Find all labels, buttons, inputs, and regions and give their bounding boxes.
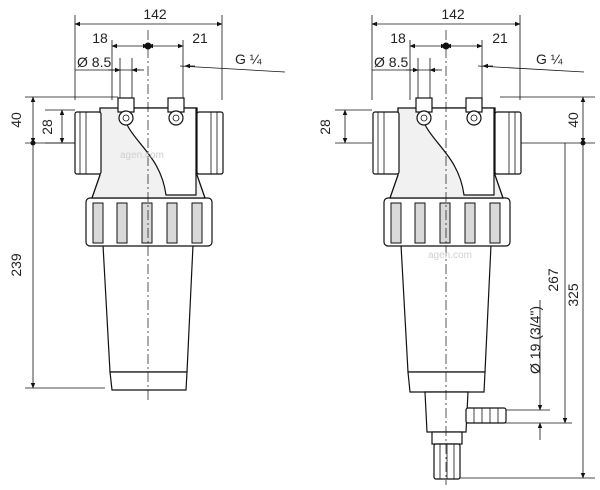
left-offset-dimensions: 18 21 (92, 30, 208, 100)
right-drain-height-label: 267 (545, 268, 561, 292)
right-width-dimension: 142 (371, 6, 521, 100)
left-width-dimension: 142 (74, 6, 223, 100)
right-filter-view: 142 18 21 Ø 8.5 G ¼ (317, 6, 595, 485)
right-watermark: agen.com (428, 250, 472, 261)
left-thread-callout: G ¼ (179, 51, 286, 73)
right-vertical-dimensions: 28 40 267 325 Ø 19 (3/4") (317, 96, 595, 479)
right-inlet-offset-label: 18 (390, 30, 406, 46)
right-port-height-label: 28 (317, 119, 333, 135)
left-width-label: 142 (143, 6, 167, 22)
right-hole-diameter-label: Ø 8.5 (374, 54, 408, 70)
left-filter-body (74, 30, 224, 400)
right-filter-body (372, 30, 522, 485)
right-offset-dimensions: 18 21 (390, 30, 508, 100)
right-hole-dimension: Ø 8.5 (372, 54, 442, 100)
right-drain-diameter-label: Ø 19 (3/4") (527, 306, 543, 374)
left-watermark: agen.com (120, 150, 164, 161)
right-width-label: 142 (441, 6, 465, 22)
left-hole-diameter-label: Ø 8.5 (77, 54, 111, 70)
left-inlet-offset-label: 18 (92, 30, 108, 46)
left-port-height-label: 28 (39, 119, 55, 135)
right-top-height-label: 40 (565, 112, 581, 128)
right-center-dot (442, 42, 450, 50)
left-top-height-label: 40 (8, 112, 24, 128)
right-thread-callout: G ¼ (477, 51, 585, 73)
right-total-height-label: 325 (565, 283, 581, 307)
left-thread-label: G ¼ (235, 51, 262, 67)
left-hole-dimension: Ø 8.5 (75, 54, 144, 100)
right-thread-label: G ¼ (536, 51, 563, 67)
left-center-dot (144, 42, 152, 50)
left-vertical-dimensions: 40 28 239 (8, 96, 118, 389)
right-outlet-offset-label: 21 (492, 30, 508, 46)
left-total-height-label: 239 (8, 253, 24, 277)
left-outlet-offset-label: 21 (192, 30, 208, 46)
left-filter-view: 142 18 21 Ø 8.5 G ¼ (8, 6, 286, 400)
